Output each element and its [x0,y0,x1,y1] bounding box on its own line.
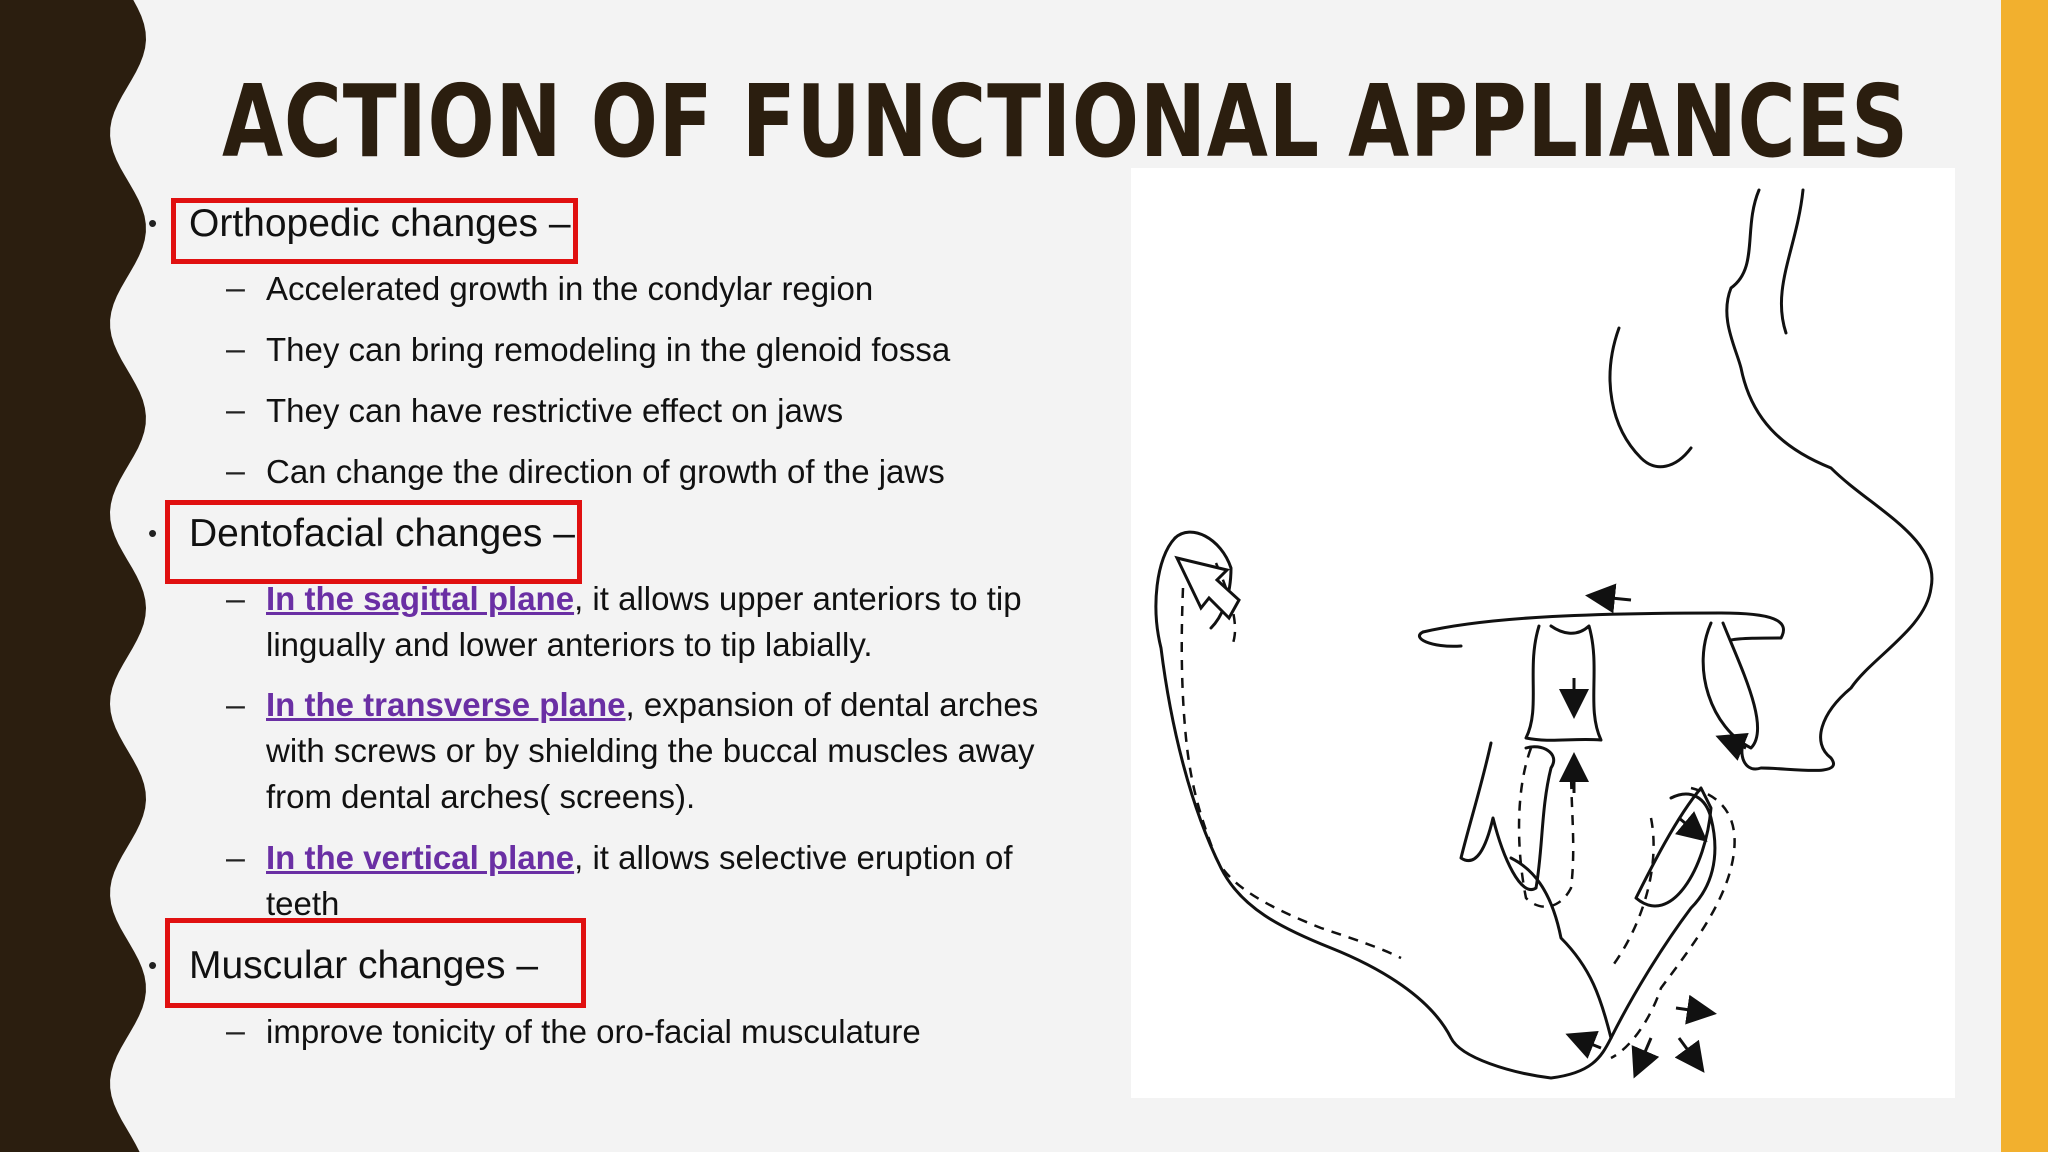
dash-marker: – [226,839,245,877]
list-item-text: , it allows selective eruption of [574,839,1013,876]
left-wave-band [0,0,146,1152]
slide-title: ACTION OF FUNCTIONAL APPLIANCES [222,63,1909,180]
highlight-box [165,500,582,584]
list-item: Accelerated growth in the condylar regio… [266,270,874,307]
list-item: They can bring remodeling in the glenoid… [266,331,951,368]
dash-marker: – [226,269,245,307]
bullet-dot: • [148,208,158,238]
sagittal-plane-link[interactable]: In the sagittal plane [266,580,575,617]
list-item-continuation: from dental arches( screens). [266,778,696,815]
section-heading-orthopedic: Orthopedic changes – [189,202,571,245]
section-heading-dentofacial: Dentofacial changes – [189,512,575,555]
list-item-text: , it allows upper anteriors to tip [574,580,1022,617]
face-profile-diagram [1131,168,1955,1098]
dash-marker: – [226,686,245,724]
bullet-dot: • [148,518,158,548]
list-item-text: , expansion of dental arches [625,686,1039,723]
list-item: improve tonicity of the oro-facial muscu… [266,1013,921,1050]
dash-marker: – [226,330,245,368]
dash-marker: – [226,452,245,490]
face-profile-diagram-icon [1154,188,1934,1080]
section-heading-muscular: Muscular changes – [189,944,539,987]
bullet-dot: • [148,950,158,980]
list-item-continuation: teeth [266,885,340,922]
list-item: In the sagittal plane, it allows upper a… [266,576,1022,622]
highlight-box [165,918,586,1008]
dash-marker: – [226,391,245,429]
list-item: In the transverse plane, expansion of de… [266,682,1038,728]
list-item: In the vertical plane, it allows selecti… [266,835,1013,881]
vertical-plane-link[interactable]: In the vertical plane [266,839,575,876]
list-item-continuation: lingually and lower anteriors to tip lab… [266,626,873,663]
highlight-box [171,198,578,264]
dash-marker: – [226,1012,245,1050]
transverse-plane-link[interactable]: In the transverse plane [266,686,626,723]
right-accent-band [2001,0,2048,1152]
list-item-continuation: with screws or by shielding the buccal m… [266,732,1035,769]
dash-marker: – [226,580,245,618]
list-item: They can have restrictive effect on jaws [266,392,844,429]
list-item: Can change the direction of growth of th… [266,453,945,490]
